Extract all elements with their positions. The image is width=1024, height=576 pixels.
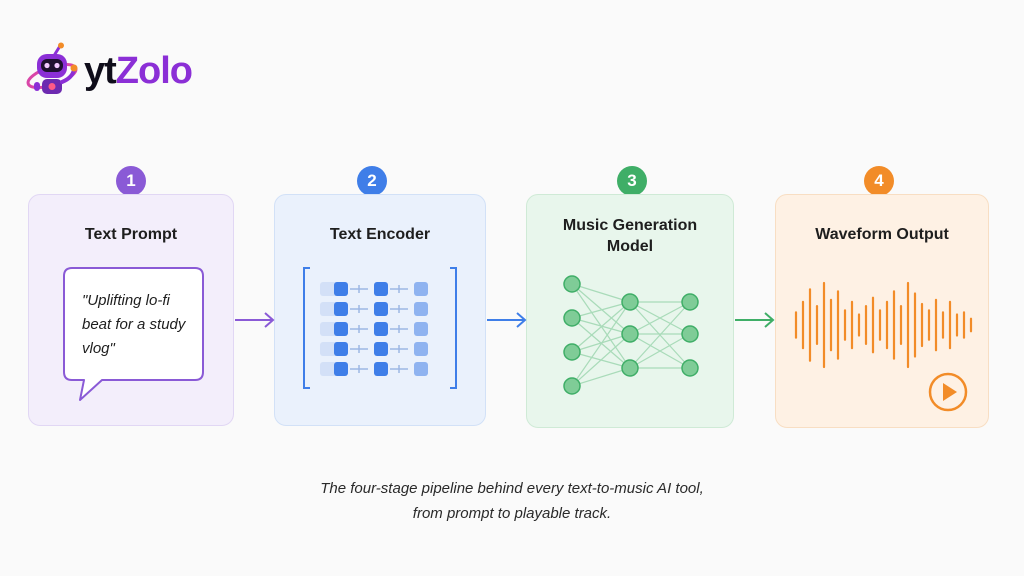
- brand-logo: ytZolo: [22, 42, 193, 100]
- caption-line-1: The four-stage pipeline behind every tex…: [320, 480, 704, 497]
- step-badge-1: 1: [116, 166, 146, 196]
- title-waveform-output: Waveform Output: [815, 226, 949, 243]
- play-button-icon[interactable]: [928, 372, 968, 412]
- diagram-caption: The four-stage pipeline behind every tex…: [0, 476, 1024, 526]
- caption-line-2: from prompt to playable track.: [412, 505, 612, 522]
- neural-network-icon: [563, 275, 699, 395]
- prompt-text: "Uplifting lo-fi beat for a study vlog": [82, 292, 186, 357]
- step-badge-2: 2: [357, 166, 387, 196]
- title-text-encoder: Text Encoder: [329, 226, 431, 243]
- step-badge-4: 4: [864, 166, 894, 196]
- step-badge-3: 3: [617, 166, 647, 196]
- title-text-prompt: Text Prompt: [84, 226, 178, 243]
- robot-mascot-icon: [26, 42, 78, 94]
- brand-wordmark: ytZolo: [84, 50, 193, 92]
- card-music-generation-model: [526, 194, 734, 428]
- waveform-icon: [794, 281, 973, 369]
- arrow-3-icon: [735, 312, 775, 328]
- arrow-1-icon: [235, 312, 275, 328]
- title-music-generation-model: Music Generation Model: [562, 217, 698, 255]
- card-waveform-output: [775, 194, 989, 428]
- arrow-2-icon: [487, 312, 527, 328]
- token-grid-icon: [303, 267, 457, 389]
